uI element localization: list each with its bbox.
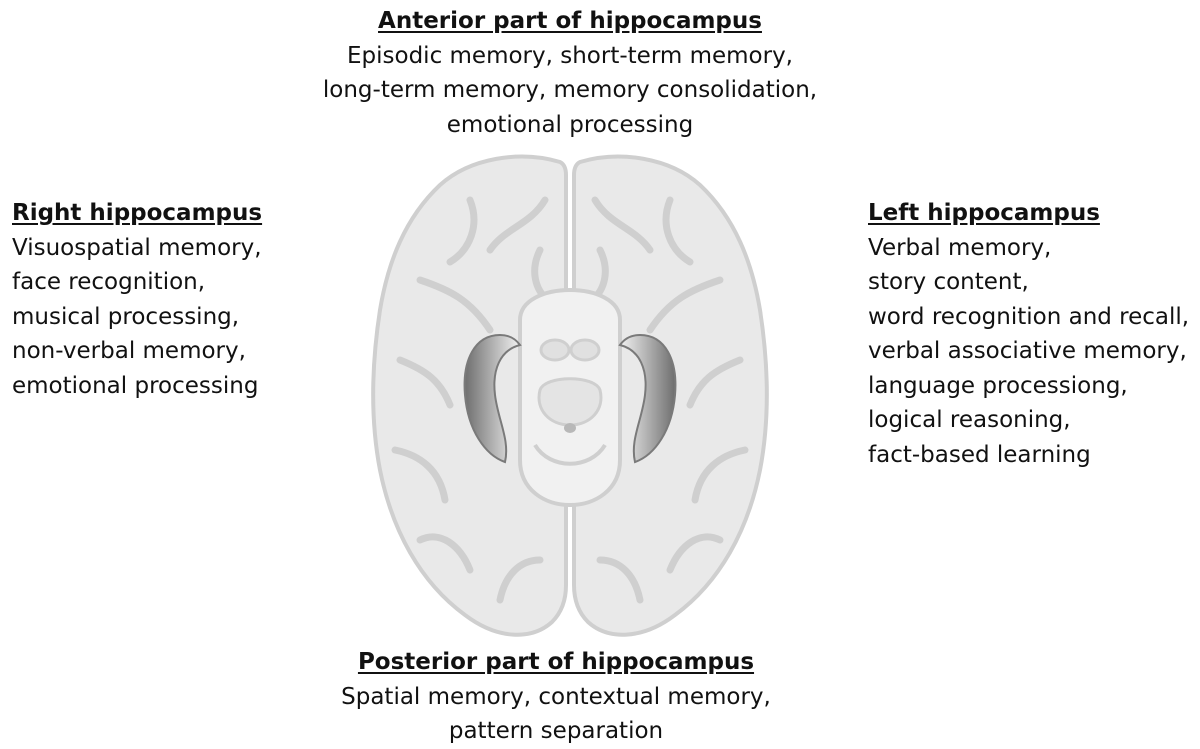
brain-sulci [391,196,749,604]
posterior-line: pattern separation [448,718,664,744]
right-line: Visuospatial memory, [12,234,262,261]
right-line: non-verbal memory, [12,338,246,364]
left-line: language processiong, [868,372,1128,399]
anterior-heading: Anterior part of hippocampus [378,8,762,34]
right-line: face recognition, [12,269,206,295]
left-line: fact-based learning [868,441,1091,468]
left-line: verbal associative memory, [868,338,1187,364]
left-hippocampus-shape [618,333,677,464]
anterior-line: emotional processing [446,111,694,138]
brainstem [518,287,622,508]
posterior-heading: Posterior part of hippocampus [357,649,755,675]
right-heading: Right hippocampus [12,200,263,226]
anterior-line: long-term memory, memory consolidation, [322,77,818,103]
left-line: story content, [868,269,1029,295]
anterior-line: Episodic memory, short-term memory, [347,42,793,69]
posterior-hippocampus-label: Posterior part of hippocampus Spatial me… [0,645,1112,749]
left-line: logical reasoning, [868,407,1071,433]
right-hippocampus-label: Right hippocampus Visuospatial memory, f… [12,196,262,403]
left-line: word recognition and recall, [868,303,1190,330]
right-line: musical processing, [12,303,240,330]
anterior-hippocampus-label: Anterior part of hippocampus Episodic me… [0,4,1140,142]
left-heading: Left hippocampus [868,200,1100,226]
right-line: emotional processing [12,372,259,399]
right-hippocampus-shape [463,333,522,464]
posterior-line: Spatial memory, contextual memory, [341,683,771,710]
left-hippocampus-label: Left hippocampus Verbal memory, story co… [868,196,1189,472]
left-line: Verbal memory, [868,234,1052,261]
